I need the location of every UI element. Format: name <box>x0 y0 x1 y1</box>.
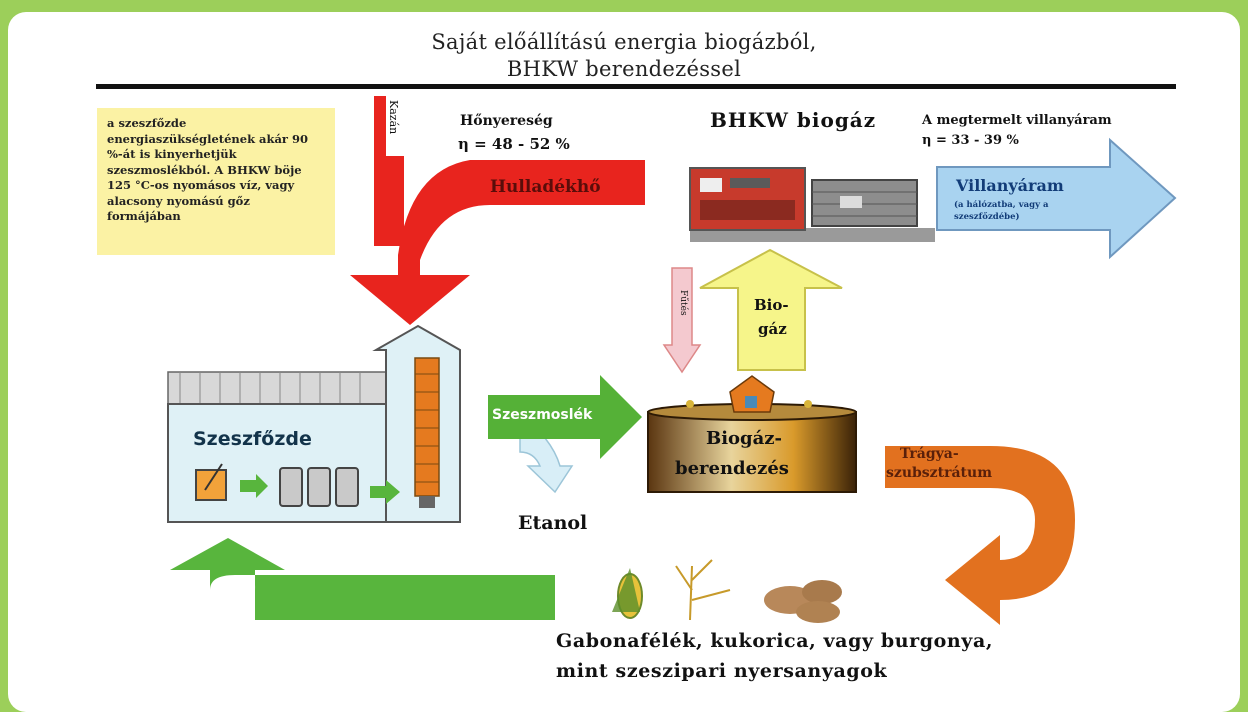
diagram-graphics <box>167 96 1177 625</box>
biogas-arrow-label-1: Bio- <box>754 296 789 314</box>
manure-label-2: szubsztrátum <box>886 465 993 481</box>
mash-arrow <box>488 375 642 459</box>
biogas-plant-label-2: berendezés <box>675 458 789 479</box>
diagram-canvas: Saját előállítású energia biogázból, BHK… <box>8 12 1240 712</box>
ethanol-arrow <box>519 437 574 494</box>
waste-heat-label: Hulladékhő <box>490 177 601 197</box>
boiler-arrow <box>374 96 406 246</box>
power-label: Villanyáram <box>956 176 1064 195</box>
return-arrow <box>170 538 555 620</box>
title-rule <box>96 84 1176 89</box>
boiler-label: Kazán <box>387 100 400 135</box>
title-line-1: Saját előállítású energia biogázból, <box>431 30 817 54</box>
bhkw-biogas-label: BHKW biogáz <box>710 108 877 132</box>
heat-efficiency-label: η = 48 - 52 % <box>458 135 570 153</box>
power-sub-label-1: (a hálózatba, vagy a <box>954 200 1049 210</box>
biogas-plant <box>647 375 857 493</box>
power-arrow <box>936 137 1177 260</box>
distillery-label: Szeszfőzde <box>193 428 312 450</box>
biogas-arrow <box>699 248 843 371</box>
raw-materials-label-2: mint szeszipari nyersanyagok <box>556 660 888 682</box>
power-sub-label-2: szeszfőzdébe) <box>954 212 1020 222</box>
distillery-building <box>167 324 461 523</box>
info-note: a szeszfőzde energiaszükségletének akár … <box>97 108 335 255</box>
heat-gain-label: Hőnyereség <box>460 113 553 129</box>
biogas-plant-label-1: Biogáz- <box>706 428 782 449</box>
bhkw-engine-image <box>689 167 935 242</box>
generated-power-label: A megtermelt villanyáram <box>922 113 1112 128</box>
mash-label: Szeszmoslék <box>492 407 593 423</box>
heating-arrow <box>662 267 702 374</box>
manure-arrow <box>885 446 1075 625</box>
manure-label-1: Trágya- <box>900 446 959 462</box>
title-line-2: BHKW berendezéssel <box>506 57 742 81</box>
crops-image <box>612 559 842 623</box>
waste-heat-arrow <box>350 160 645 325</box>
raw-materials-label-1: Gabonafélék, kukorica, vagy burgonya, <box>556 630 994 652</box>
power-efficiency-label: η = 33 - 39 % <box>922 133 1019 148</box>
ethanol-label: Etanol <box>518 512 588 534</box>
biogas-arrow-label-2: gáz <box>758 320 787 338</box>
heating-label: Fűtés <box>678 290 688 316</box>
